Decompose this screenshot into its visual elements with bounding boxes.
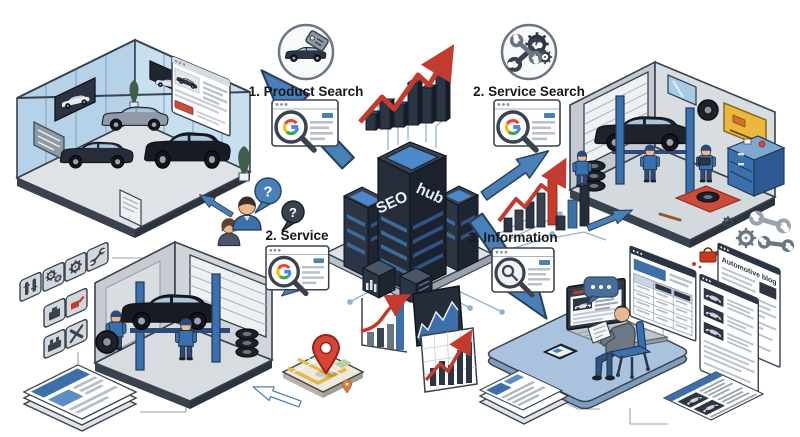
wrench-icon bbox=[756, 235, 796, 253]
gear-icon bbox=[734, 226, 758, 250]
garage-scene-bottom-left bbox=[93, 240, 274, 409]
tool-cabinet bbox=[726, 135, 786, 197]
svg-text:?: ? bbox=[289, 205, 297, 220]
brochure bbox=[662, 371, 765, 421]
question-bubble-icon: ? bbox=[281, 200, 305, 232]
plant bbox=[129, 80, 139, 104]
map-icon bbox=[281, 334, 365, 398]
growth-chart-right bbox=[497, 157, 567, 233]
parts-icon-grid bbox=[19, 241, 109, 359]
gears-icon bbox=[42, 261, 65, 292]
google-search-icon bbox=[494, 100, 560, 150]
lift-post bbox=[685, 107, 695, 197]
growth-arrow bbox=[358, 44, 455, 124]
buy-button bbox=[174, 100, 194, 115]
crossed-tools-icon bbox=[65, 318, 88, 349]
hub-tower-left bbox=[342, 186, 388, 279]
tire bbox=[696, 191, 720, 203]
plant bbox=[238, 146, 250, 176]
svg-text:?: ? bbox=[263, 184, 272, 201]
gear-icon bbox=[64, 251, 87, 282]
question-bubble-icon: ? bbox=[254, 177, 282, 214]
hub-tower-main: SEO hub bbox=[374, 141, 448, 293]
lift-post bbox=[615, 95, 625, 185]
google-search-icon bbox=[266, 246, 329, 294]
car-price-tag-icon bbox=[277, 23, 335, 81]
lift-post bbox=[211, 273, 221, 363]
google-search-icon bbox=[272, 100, 338, 150]
label-service: 2. Service bbox=[265, 228, 329, 243]
label-product-search: 1. Product Search bbox=[249, 84, 364, 99]
showroom-scene bbox=[15, 38, 252, 238]
reader-person bbox=[587, 305, 652, 381]
smartphone bbox=[542, 343, 579, 360]
garage-door bbox=[189, 254, 267, 338]
arrow-outline bbox=[249, 379, 304, 412]
mini-grid-chart bbox=[420, 327, 478, 393]
growth-arrow bbox=[497, 157, 567, 223]
garage-scene-top-right bbox=[568, 60, 786, 248]
service-tools-icon bbox=[500, 23, 558, 81]
documents-stack bbox=[22, 364, 138, 432]
location-pin-icon bbox=[311, 334, 341, 375]
chair-seat bbox=[608, 345, 652, 359]
wrench-icon bbox=[746, 209, 794, 235]
bar-group-small bbox=[555, 185, 590, 231]
mini-bar-chart bbox=[360, 294, 411, 353]
server-box bbox=[361, 259, 397, 299]
speech-bubble-icon bbox=[583, 276, 619, 306]
blog-card-front bbox=[699, 273, 759, 395]
wrench-icon bbox=[86, 241, 109, 272]
engine-icon bbox=[43, 297, 66, 328]
growth-chart-top bbox=[358, 44, 455, 131]
location-pin-small bbox=[342, 379, 352, 394]
gear-icon bbox=[721, 215, 735, 229]
asking-people: ? ? bbox=[217, 177, 305, 247]
research-scene bbox=[487, 276, 688, 410]
wall-tire bbox=[697, 99, 719, 121]
screwdriver bbox=[658, 212, 682, 222]
suspension-icon bbox=[19, 271, 42, 302]
papers-stack bbox=[478, 369, 570, 425]
magnifier-browser-icon bbox=[491, 247, 555, 298]
seo-hub-building: SEO hub bbox=[324, 141, 494, 305]
tire bbox=[95, 330, 119, 354]
oil-can-icon bbox=[65, 287, 88, 318]
comparison-table-card bbox=[629, 245, 697, 342]
person-bust bbox=[232, 196, 262, 231]
engine-block-icon bbox=[43, 328, 66, 359]
label-service-search: 2. Service Search bbox=[473, 84, 585, 99]
label-information: 3. Information bbox=[468, 230, 557, 245]
display-stand bbox=[119, 189, 142, 227]
product-page-popup bbox=[171, 56, 231, 137]
